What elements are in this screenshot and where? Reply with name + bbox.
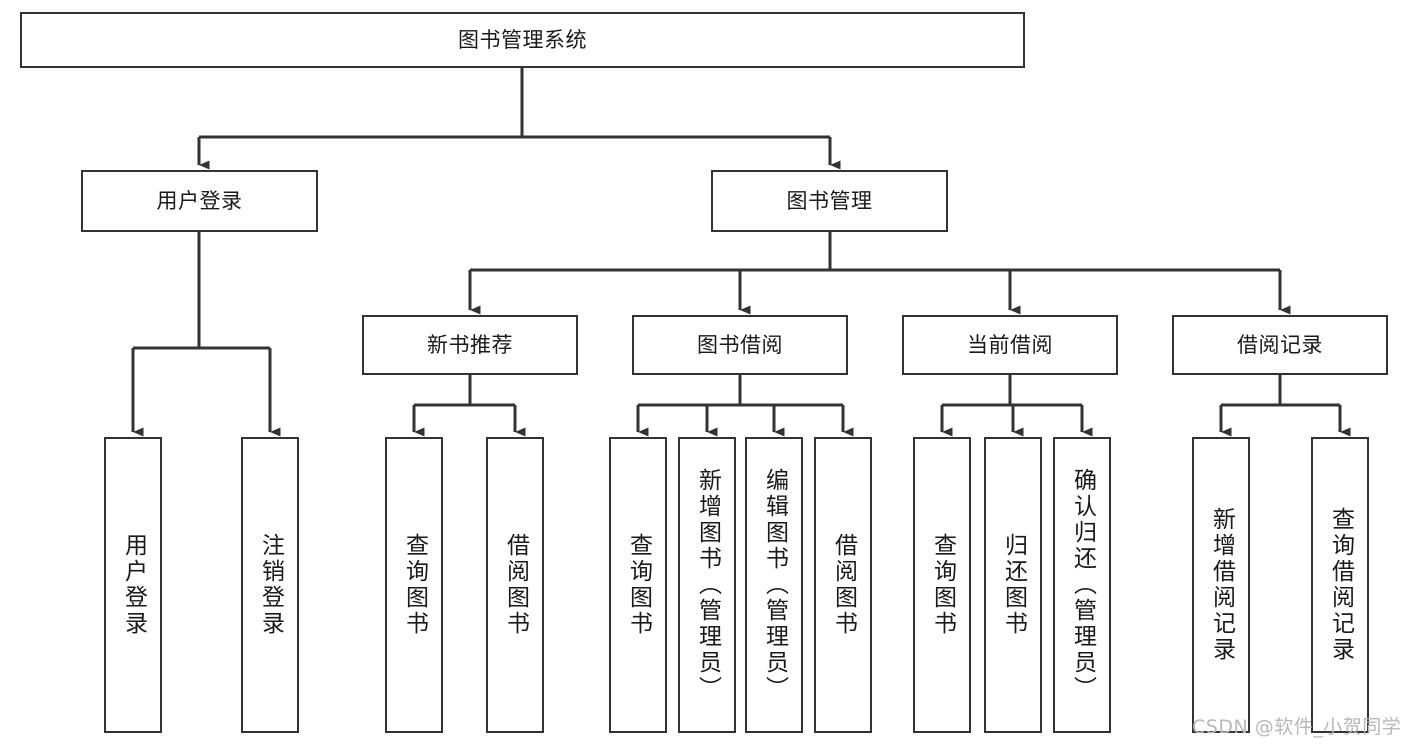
node-leaf-return-book[interactable]: 归还图书 [984,437,1042,733]
node-leaf-query-book-1-label: 查询图书 [401,533,428,637]
node-book-borrow-label: 图书借阅 [697,332,783,357]
node-leaf-query-book-2-label: 查询图书 [625,533,652,637]
node-root-label: 图书管理系统 [458,27,587,52]
node-leaf-logout-label: 注销登录 [257,533,284,637]
node-leaf-borrow-book-2-label: 借阅图书 [830,533,857,637]
node-leaf-query-record[interactable]: 查询借阅记录 [1311,437,1369,733]
node-leaf-confirm-return-label: 确认归还（管理员） [1069,468,1096,702]
node-leaf-user-login[interactable]: 用户登录 [104,437,162,733]
node-leaf-logout[interactable]: 注销登录 [241,437,299,733]
node-leaf-add-record[interactable]: 新增借阅记录 [1192,437,1250,733]
node-borrow-record-label: 借阅记录 [1237,332,1323,357]
node-leaf-borrow-book-1[interactable]: 借阅图书 [486,437,544,733]
node-leaf-edit-book[interactable]: 编辑图书（管理员） [745,437,803,733]
node-leaf-add-record-label: 新增借阅记录 [1208,507,1235,663]
node-current-borrow[interactable]: 当前借阅 [902,315,1118,375]
node-leaf-query-book-3[interactable]: 查询图书 [913,437,971,733]
node-leaf-query-book-3-label: 查询图书 [929,533,956,637]
node-leaf-query-book-2[interactable]: 查询图书 [609,437,667,733]
node-leaf-query-record-label: 查询借阅记录 [1327,507,1354,663]
node-user-login[interactable]: 用户登录 [81,170,318,232]
node-book-manage[interactable]: 图书管理 [711,170,948,232]
node-leaf-edit-book-label: 编辑图书（管理员） [761,468,788,702]
node-new-book-rec[interactable]: 新书推荐 [362,315,578,375]
node-leaf-user-login-label: 用户登录 [120,533,147,637]
node-book-borrow[interactable]: 图书借阅 [632,315,848,375]
node-new-book-rec-label: 新书推荐 [427,332,513,357]
node-leaf-query-book-1[interactable]: 查询图书 [385,437,443,733]
node-book-manage-label: 图书管理 [786,188,873,213]
node-leaf-borrow-book-2[interactable]: 借阅图书 [814,437,872,733]
node-current-borrow-label: 当前借阅 [967,332,1053,357]
node-user-login-label: 用户登录 [156,188,243,213]
node-borrow-record[interactable]: 借阅记录 [1172,315,1388,375]
node-leaf-confirm-return[interactable]: 确认归还（管理员） [1053,437,1111,733]
node-leaf-add-book-label: 新增图书（管理员） [694,468,721,702]
node-leaf-return-book-label: 归还图书 [1000,533,1027,637]
node-leaf-borrow-book-1-label: 借阅图书 [502,533,529,637]
node-leaf-add-book[interactable]: 新增图书（管理员） [678,437,736,733]
node-root[interactable]: 图书管理系统 [20,12,1025,68]
